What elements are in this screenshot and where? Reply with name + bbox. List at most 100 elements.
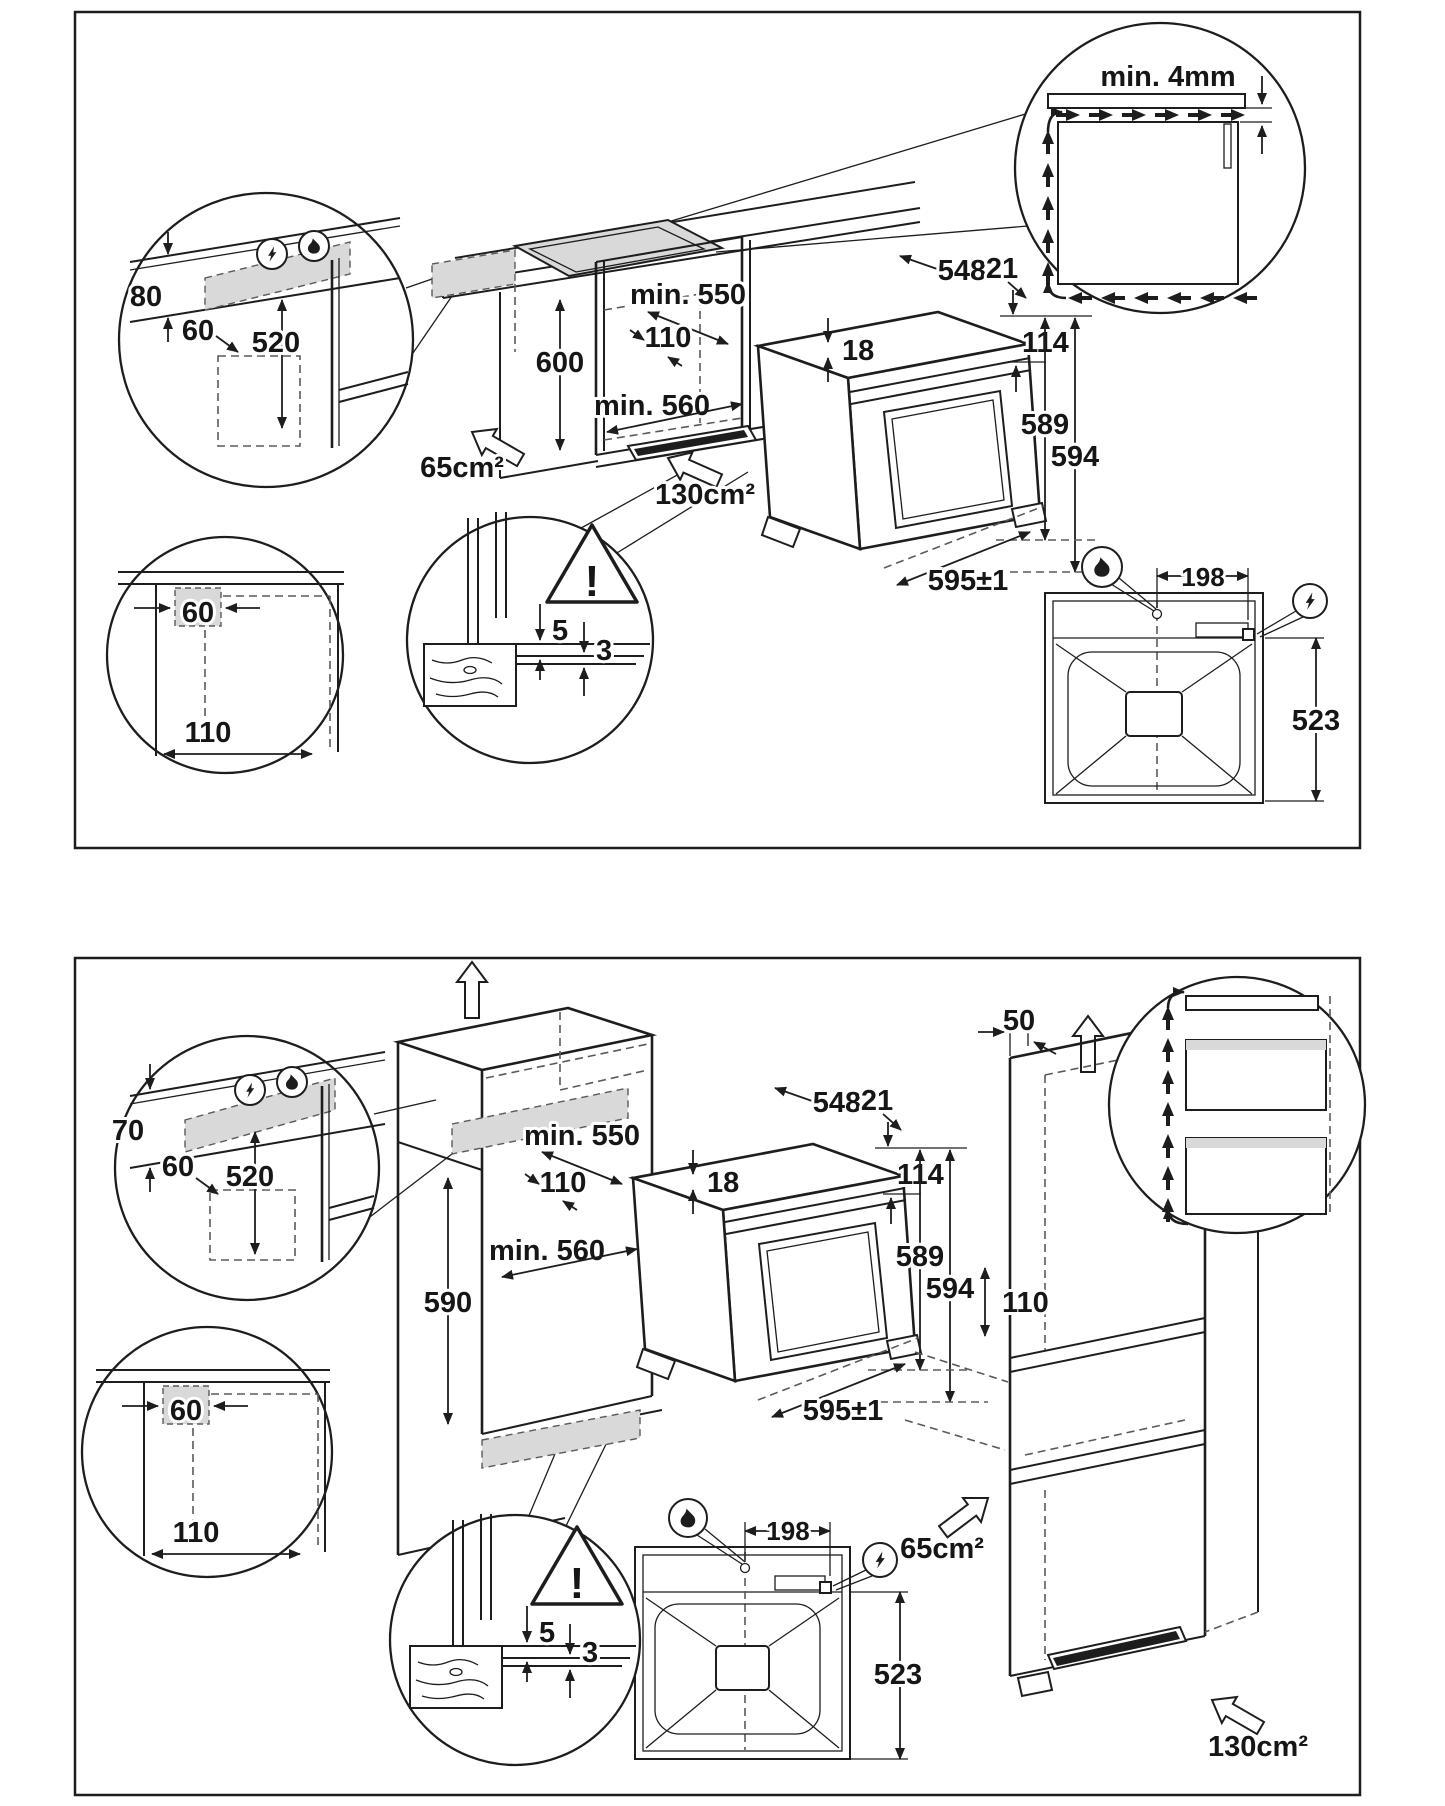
back-emboss bbox=[654, 1603, 821, 1735]
dim-label-110: 110 bbox=[645, 322, 692, 354]
appliance-top bbox=[1057, 121, 1239, 285]
gas-connection-point bbox=[739, 1562, 751, 1574]
dim-label-60: 60 bbox=[182, 315, 214, 347]
dim-label-198: 198 bbox=[766, 1516, 809, 1546]
built-in-oven bbox=[628, 1142, 923, 1383]
dim-label-595: 595±1 bbox=[928, 565, 1008, 597]
wood-grain bbox=[415, 1658, 489, 1700]
dim-label-110: 110 bbox=[173, 1517, 220, 1549]
oven-door-window bbox=[757, 1221, 889, 1362]
back-center-plate bbox=[1125, 691, 1183, 737]
dim-label-520: 520 bbox=[226, 1161, 274, 1193]
detail-circle-rear-airflow bbox=[1107, 975, 1367, 1235]
dim-label-60: 60 bbox=[170, 1395, 202, 1427]
wood-grain bbox=[429, 656, 503, 698]
warning-exclamation: ! bbox=[570, 1559, 585, 1608]
worktop-cross-section bbox=[409, 1645, 503, 1709]
vent-label-65cm2: 65cm² bbox=[420, 452, 504, 484]
detail-circle-warning-gap: 5 3 ! bbox=[388, 1513, 642, 1767]
dim-label-110: 110 bbox=[1002, 1287, 1049, 1319]
dim-label-595: 595±1 bbox=[803, 1395, 883, 1427]
dim-label-600: 600 bbox=[536, 347, 584, 379]
worktop-plank bbox=[1047, 93, 1246, 109]
worktop-with-hob bbox=[431, 181, 921, 299]
dim-label-590: 590 bbox=[424, 1287, 472, 1319]
airflow-arrows bbox=[1162, 987, 1189, 1226]
dim-label-60: 60 bbox=[182, 597, 214, 629]
cabinet-section bbox=[1185, 1137, 1327, 1215]
ventilation-labels: 65cm² 130cm² bbox=[417, 418, 758, 514]
zoom-cone-lines bbox=[399, 111, 1033, 557]
mains-terminal bbox=[1242, 628, 1255, 641]
oven-back-view: 198 523 bbox=[1044, 546, 1343, 804]
dim-label-110: 110 bbox=[540, 1167, 587, 1199]
worktop-cross-section bbox=[423, 643, 517, 707]
built-in-oven bbox=[753, 310, 1048, 551]
dim-label-548: 548 bbox=[813, 1087, 861, 1119]
hob-cutout bbox=[512, 218, 726, 278]
dim-label-min550: min. 550 bbox=[524, 1120, 640, 1152]
dim-label-min550: min. 550 bbox=[630, 279, 746, 311]
detail-circle-connection-zone: 80 60 520 bbox=[117, 191, 415, 489]
detail-circle-ventilation-gap: min. 4mm bbox=[1013, 21, 1307, 315]
connection-zone-band bbox=[481, 1409, 641, 1469]
corner-zone bbox=[174, 587, 222, 627]
dim-label-80: 80 bbox=[130, 281, 162, 313]
cabinet-plank bbox=[1185, 995, 1319, 1011]
detail-circle-connection-zone: 70 60 520 bbox=[109, 1034, 386, 1302]
oven-foot bbox=[760, 515, 802, 549]
tall-cabinet: 590 min. 550 110 min. 560 bbox=[392, 961, 663, 1556]
dim-label-18: 18 bbox=[842, 335, 874, 367]
dim-label-110: 110 bbox=[185, 717, 232, 749]
gas-connection-point bbox=[1151, 608, 1163, 620]
dim-label-50: 50 bbox=[1003, 1005, 1035, 1037]
vent-label-130cm2: 130cm² bbox=[655, 479, 755, 511]
dim-label-520: 520 bbox=[252, 327, 300, 359]
warning-exclamation: ! bbox=[585, 557, 600, 606]
mains-terminal bbox=[819, 1581, 832, 1594]
dim-label-3: 3 bbox=[596, 635, 612, 667]
dim-label-min560: min. 560 bbox=[489, 1235, 605, 1267]
dim-label-523: 523 bbox=[1292, 705, 1340, 737]
detail-circle-corner-clearance: 60 110 bbox=[80, 1325, 334, 1579]
dim-label-21: 21 bbox=[861, 1085, 893, 1117]
dim-label-589: 589 bbox=[896, 1241, 944, 1273]
connection-zone-band bbox=[451, 1087, 629, 1155]
dim-label-5: 5 bbox=[552, 615, 568, 647]
warning-triangle-icon bbox=[545, 523, 639, 604]
detail-circle-warning-gap: 5 3 ! bbox=[405, 512, 655, 765]
dim-label-60: 60 bbox=[162, 1151, 194, 1183]
airflow-arrows bbox=[1042, 107, 1257, 304]
dim-label-589: 589 bbox=[1021, 409, 1069, 441]
oven-dimensions: 18 548 21 114 589 594 595±1 bbox=[688, 1082, 1009, 1451]
dim-label-523: 523 bbox=[874, 1659, 922, 1691]
dim-label-198: 198 bbox=[1181, 562, 1224, 592]
mains-box bbox=[774, 1575, 826, 1591]
oven-back-view: 198 523 bbox=[634, 1498, 925, 1760]
dim-label-594: 594 bbox=[926, 1273, 974, 1305]
back-center-plate bbox=[715, 1645, 770, 1691]
oven-door-window bbox=[882, 389, 1014, 530]
dim-label-3: 3 bbox=[582, 1637, 598, 1669]
dim-label-594: 594 bbox=[1051, 441, 1099, 473]
dim-label-18: 18 bbox=[707, 1167, 739, 1199]
mains-box bbox=[1195, 622, 1249, 638]
cutout-side-zone bbox=[431, 249, 516, 299]
dim-label-5: 5 bbox=[539, 1617, 555, 1649]
cabinet-foot bbox=[1016, 1670, 1054, 1698]
dim-label-21: 21 bbox=[986, 253, 1018, 285]
top-panel: 600 min. 550 110 min. 560 65cm² 130cm² 1… bbox=[73, 10, 1362, 850]
bottom-panel: 590 min. 550 110 min. 560 18 548 21 114 … bbox=[73, 956, 1367, 1797]
niche-dimensions: 600 min. 550 110 min. 560 bbox=[533, 276, 749, 451]
appliance-section bbox=[1185, 1039, 1327, 1111]
corner-zone bbox=[162, 1385, 210, 1425]
dim-label-548: 548 bbox=[938, 255, 986, 287]
dim-label-min4mm: min. 4mm bbox=[1100, 61, 1235, 93]
vent-label-65cm2: 65cm² bbox=[900, 1533, 984, 1565]
oven-dimensions: 18 548 21 114 589 594 595±1 bbox=[823, 250, 1108, 600]
oven-foot bbox=[635, 1347, 677, 1381]
dim-label-min560: min. 560 bbox=[594, 390, 710, 422]
detail-circle-corner-clearance: 60 110 bbox=[105, 535, 345, 775]
